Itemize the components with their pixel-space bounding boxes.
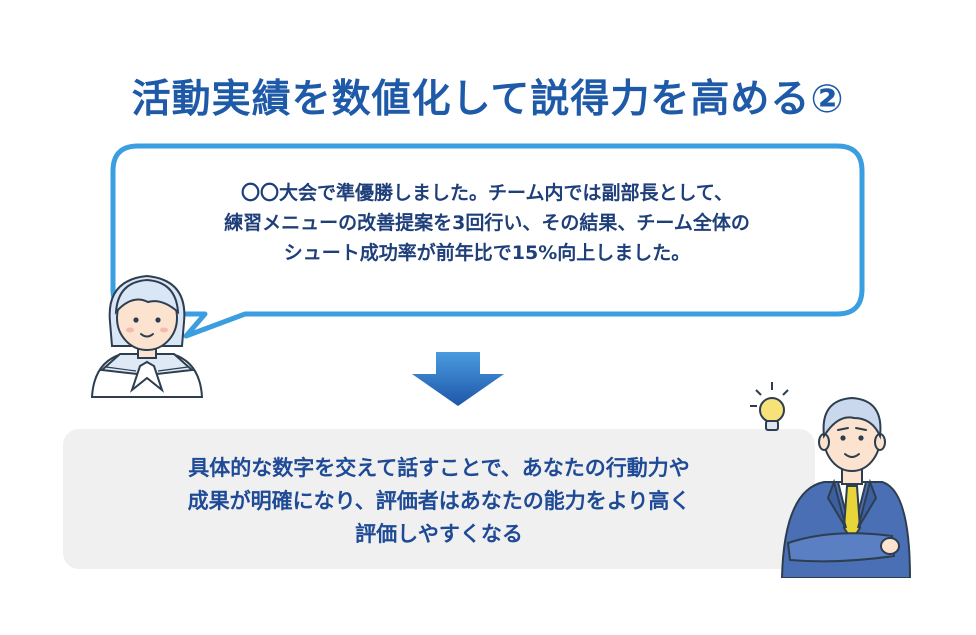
result-text: 具体的な数字を交えて話すことで、あなたの行動力や 成果が明確になり、評価者はあな… (63, 452, 815, 551)
speech-text: 〇〇大会で準優勝しました。チーム内では副部長として、 練習メニューの改善提案を3… (118, 178, 856, 268)
result-box (63, 429, 815, 569)
page-title: 活動実績を数値化して説得力を高める② (131, 77, 845, 122)
result-line: 評価しやすくなる (355, 522, 523, 546)
result-line: 成果が明確になり、評価者はあなたの能力をより高く (187, 489, 691, 513)
down-arrow-icon (412, 352, 504, 406)
speech-line: 〇〇大会で準優勝しました。チーム内では副部長として、 (241, 182, 733, 204)
lightbulb-icon (750, 382, 789, 431)
student-girl-illustration (90, 274, 204, 398)
result-line: 具体的な数字を交えて話すことで、あなたの行動力や (188, 456, 690, 480)
speech-line: シュート成功率が前年比で15%向上しました。 (283, 242, 691, 264)
businessman-illustration (750, 382, 912, 578)
speech-line: 練習メニューの改善提案を3回行い、その結果、チーム全体の (224, 212, 750, 234)
